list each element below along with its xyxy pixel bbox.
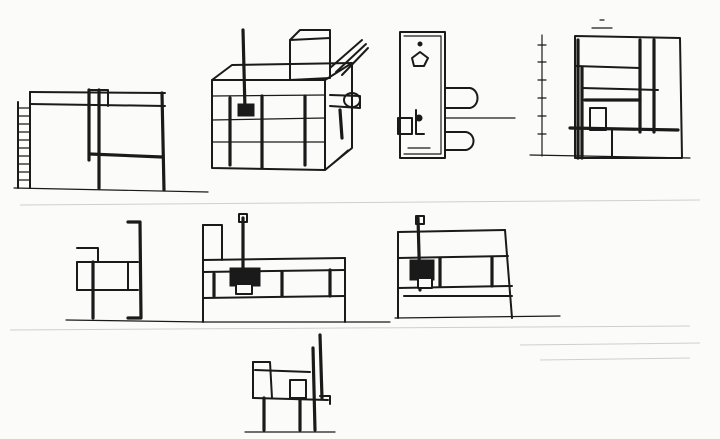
sketch-axonometric-with-tower <box>211 28 369 171</box>
sketch-long-elevation-b <box>394 215 561 319</box>
sketch-long-elevation-a <box>202 213 391 323</box>
paper-bleed-through <box>9 199 701 361</box>
sketch-elevation-with-hatched-wall <box>13 88 209 193</box>
sketch-bottom-small-elevation <box>244 333 336 433</box>
sketch-section-with-scale <box>529 19 691 160</box>
sketch-plan-with-cylinders <box>397 31 516 159</box>
sketch-small-side-elevation <box>65 220 206 323</box>
